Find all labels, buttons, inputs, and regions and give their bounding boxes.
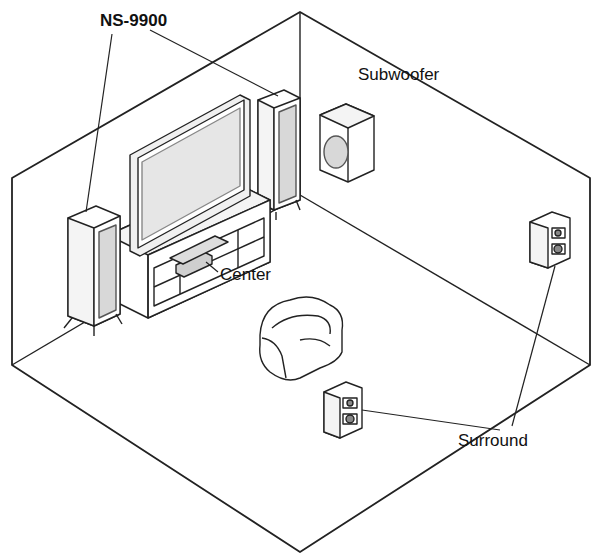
leader-line [512,266,555,426]
leader-line [206,262,218,272]
part-label: Subwoofer [358,66,439,85]
leader-line [362,410,500,430]
television [130,95,250,264]
floor-edge [300,195,590,365]
subwoofer-box [320,104,374,182]
leader-line [86,34,112,212]
tower-speaker [64,206,122,336]
surround-speaker [530,212,570,268]
part-label: Surround [458,432,528,451]
surround-speaker [324,382,362,438]
leader-line [150,30,278,96]
part-label: Center [220,266,271,285]
room-outline [12,12,590,552]
model-label: NS-9900 [100,12,167,31]
armchair [260,297,343,380]
